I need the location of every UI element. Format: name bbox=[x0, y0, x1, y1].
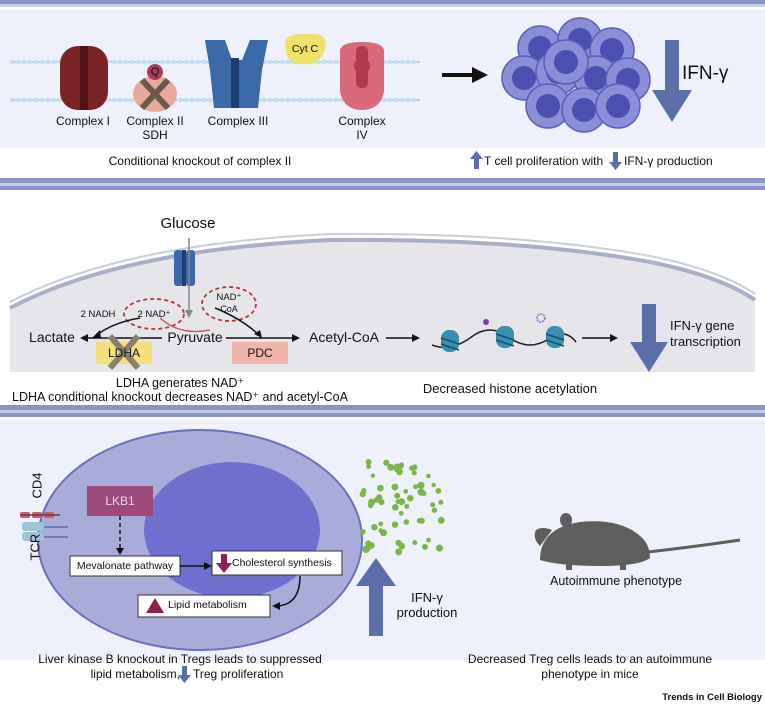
cd4-tcr-receptors bbox=[20, 512, 68, 541]
acetyl-mark-faded bbox=[536, 313, 546, 323]
panel3-caption-right-2: phenotype in mice bbox=[541, 667, 639, 681]
coa-label: CoA bbox=[220, 304, 238, 314]
ifn-production-label-2: production bbox=[396, 605, 458, 620]
nucleosome bbox=[440, 330, 460, 352]
pyruvate-label: Pyruvate bbox=[167, 329, 223, 345]
t-cell-cluster bbox=[501, 17, 651, 133]
panel3-caption-right-1: Decreased Treg cells leads to an autoimm… bbox=[467, 652, 713, 666]
lipid-box bbox=[137, 594, 271, 618]
panel2-caption-left-1: LDHA generates NAD⁺ bbox=[115, 376, 245, 390]
transcription-label: transcription bbox=[670, 334, 741, 349]
panel2-caption-right: Decreased histone acetylation bbox=[422, 381, 598, 396]
nad-left-label: 2 NAD⁺ bbox=[137, 309, 171, 320]
panel1-caption-right-a: T cell proliferation with bbox=[484, 154, 604, 168]
complex-4-protein bbox=[340, 42, 384, 110]
knockout-x-icon bbox=[139, 77, 171, 111]
treg-nucleus bbox=[144, 462, 320, 598]
small-down-arrow-icon bbox=[609, 152, 622, 170]
cholesterol-down-arrow-icon bbox=[216, 554, 232, 573]
t-cell bbox=[561, 87, 607, 133]
autoimmune-label: Autoimmune phenotype bbox=[549, 574, 683, 588]
cholesterol-box bbox=[211, 550, 343, 576]
ifn-gene-down-arrow bbox=[630, 304, 668, 372]
lipid-label: Lipid metabolism bbox=[168, 599, 247, 611]
glucose-label: Glucose bbox=[160, 215, 216, 232]
glucose-transporter bbox=[174, 250, 195, 286]
acetyl-mark bbox=[483, 319, 489, 325]
complex-3-protein bbox=[205, 40, 268, 108]
complex-2-label: Complex II bbox=[126, 114, 184, 128]
arrow-to-proliferation bbox=[442, 67, 488, 83]
lkb1-box bbox=[87, 486, 153, 516]
treg-down-arrow-icon bbox=[178, 666, 191, 683]
nucleosomes bbox=[440, 326, 565, 352]
nucleosome bbox=[545, 326, 565, 348]
journal-logo: Trends in Cell Biology bbox=[662, 692, 762, 703]
q-label: Q bbox=[150, 66, 160, 78]
ifn-gene-label: IFN-γ gene bbox=[670, 318, 735, 333]
complex-2-sdh-label: SDH bbox=[142, 128, 168, 142]
lactate-label: Lactate bbox=[29, 329, 75, 345]
mevalonate-label: Mevalonate pathway bbox=[76, 560, 174, 572]
ifn-gamma-label: IFN-γ bbox=[682, 63, 729, 84]
panel3-caption-left-2b: Treg proliferation bbox=[193, 667, 284, 681]
ifn-down-arrow bbox=[652, 40, 692, 122]
panel1-caption-left: Conditional knockout of complex II bbox=[108, 154, 292, 168]
ifn-production-label-1: IFN-γ bbox=[411, 590, 443, 605]
ldha-label: LDHA bbox=[107, 346, 140, 360]
nadh-label: 2 NADH bbox=[80, 309, 116, 320]
ifn-secreted-dots bbox=[359, 459, 445, 556]
panel3-caption-left-2a: lipid metabolism, bbox=[90, 667, 180, 681]
mouse-silhouette bbox=[534, 513, 741, 570]
nucleosome bbox=[495, 326, 515, 348]
nad-right-circle bbox=[201, 286, 257, 322]
cd4-label: CD4 bbox=[29, 472, 45, 499]
panel-divider-2 bbox=[0, 405, 765, 417]
cytochrome-c-protein bbox=[285, 34, 326, 65]
cholesterol-label: Cholesterol synthesis bbox=[232, 557, 332, 569]
lkb1-label: LKB1 bbox=[105, 494, 135, 508]
ldha-knockout-x-icon bbox=[107, 334, 141, 370]
panel-divider-1 bbox=[0, 178, 765, 190]
acetylcoa-label: Acetyl-CoA bbox=[308, 329, 380, 345]
panel3-caption-left-1: Liver kinase B knockout in Tregs leads t… bbox=[38, 652, 322, 666]
complex-4-label: Complex bbox=[338, 114, 386, 128]
t-cell bbox=[543, 39, 589, 85]
lipid-triangle-icon bbox=[146, 598, 164, 613]
pdc-label: PDC bbox=[247, 346, 273, 360]
t-cell bbox=[595, 83, 641, 129]
nad-right-label: NAD⁺ bbox=[216, 292, 242, 303]
complex-1-protein bbox=[60, 46, 108, 110]
nad-left-circle bbox=[123, 298, 185, 330]
pdc-box bbox=[232, 342, 288, 364]
tcr-label: TCR bbox=[27, 533, 43, 561]
panel-divider-top bbox=[0, 0, 765, 7]
cell-membrane-arc bbox=[9, 232, 757, 372]
panel1-caption-right-b: IFN-γ production bbox=[624, 154, 713, 168]
complex-1-label: Complex I bbox=[55, 114, 111, 128]
panel2-caption-left-2: LDHA conditional knockout decreases NAD⁺… bbox=[12, 390, 348, 404]
ifn-up-arrow bbox=[356, 558, 396, 636]
cytc-label: Cyt C bbox=[291, 43, 319, 55]
complex-3-label: Complex III bbox=[207, 114, 269, 128]
small-up-arrow-icon bbox=[470, 151, 483, 169]
complex-4-numeral: IV bbox=[356, 128, 368, 142]
